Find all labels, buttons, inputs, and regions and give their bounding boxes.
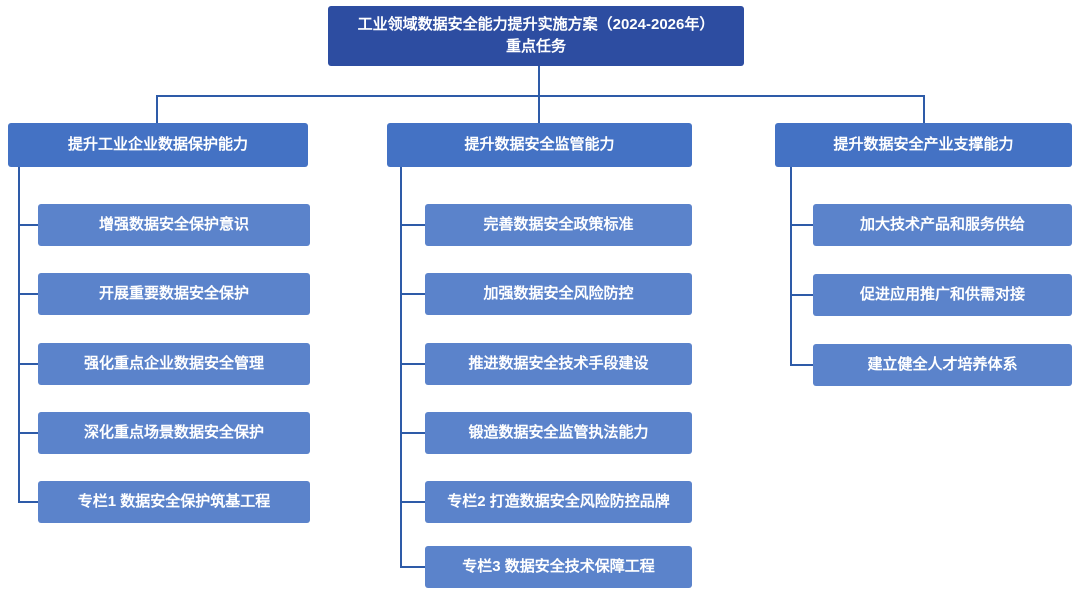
connector-line: [18, 501, 38, 503]
connector-line: [790, 364, 813, 366]
connector-line: [790, 294, 813, 296]
connector-line: [156, 95, 925, 97]
connector-line: [790, 167, 792, 365]
task-item: 强化重点企业数据安全管理: [38, 343, 310, 385]
connector-line: [400, 224, 425, 226]
connector-line: [18, 224, 38, 226]
connector-line: [923, 95, 925, 123]
connector-line: [18, 363, 38, 365]
task-item: 建立健全人才培养体系: [813, 344, 1072, 386]
connector-line: [790, 224, 813, 226]
connector-line: [400, 566, 425, 568]
task-item: 推进数据安全技术手段建设: [425, 343, 692, 385]
branch-header-enterprise-protection: 提升工业企业数据保护能力: [8, 123, 308, 167]
connector-line: [18, 167, 20, 503]
task-item: 促进应用推广和供需对接: [813, 274, 1072, 316]
connector-line: [538, 66, 540, 123]
connector-line: [400, 363, 425, 365]
connector-line: [400, 167, 402, 568]
connector-line: [400, 293, 425, 295]
connector-line: [400, 501, 425, 503]
branch-header-industry-support: 提升数据安全产业支撑能力: [775, 123, 1072, 167]
task-item: 增强数据安全保护意识: [38, 204, 310, 246]
root-node: 工业领域数据安全能力提升实施方案（2024-2026年） 重点任务: [328, 6, 744, 66]
root-title-line2: 重点任务: [505, 38, 566, 55]
connector-line: [400, 432, 425, 434]
branch-header-supervision: 提升数据安全监管能力: [387, 123, 692, 167]
task-item: 专栏1 数据安全保护筑基工程: [38, 481, 310, 523]
task-item: 专栏2 打造数据安全风险防控品牌: [425, 481, 692, 523]
task-item: 加大技术产品和服务供给: [813, 204, 1072, 246]
root-title-line1: 工业领域数据安全能力提升实施方案（2024-2026年）: [357, 15, 715, 33]
task-item: 深化重点场景数据安全保护: [38, 412, 310, 454]
task-item: 完善数据安全政策标准: [425, 204, 692, 246]
connector-line: [18, 293, 38, 295]
connector-line: [156, 95, 158, 123]
connector-line: [18, 432, 38, 434]
task-item: 开展重要数据安全保护: [38, 273, 310, 315]
task-item: 专栏3 数据安全技术保障工程: [425, 546, 692, 588]
task-item: 锻造数据安全监管执法能力: [425, 412, 692, 454]
task-item: 加强数据安全风险防控: [425, 273, 692, 315]
